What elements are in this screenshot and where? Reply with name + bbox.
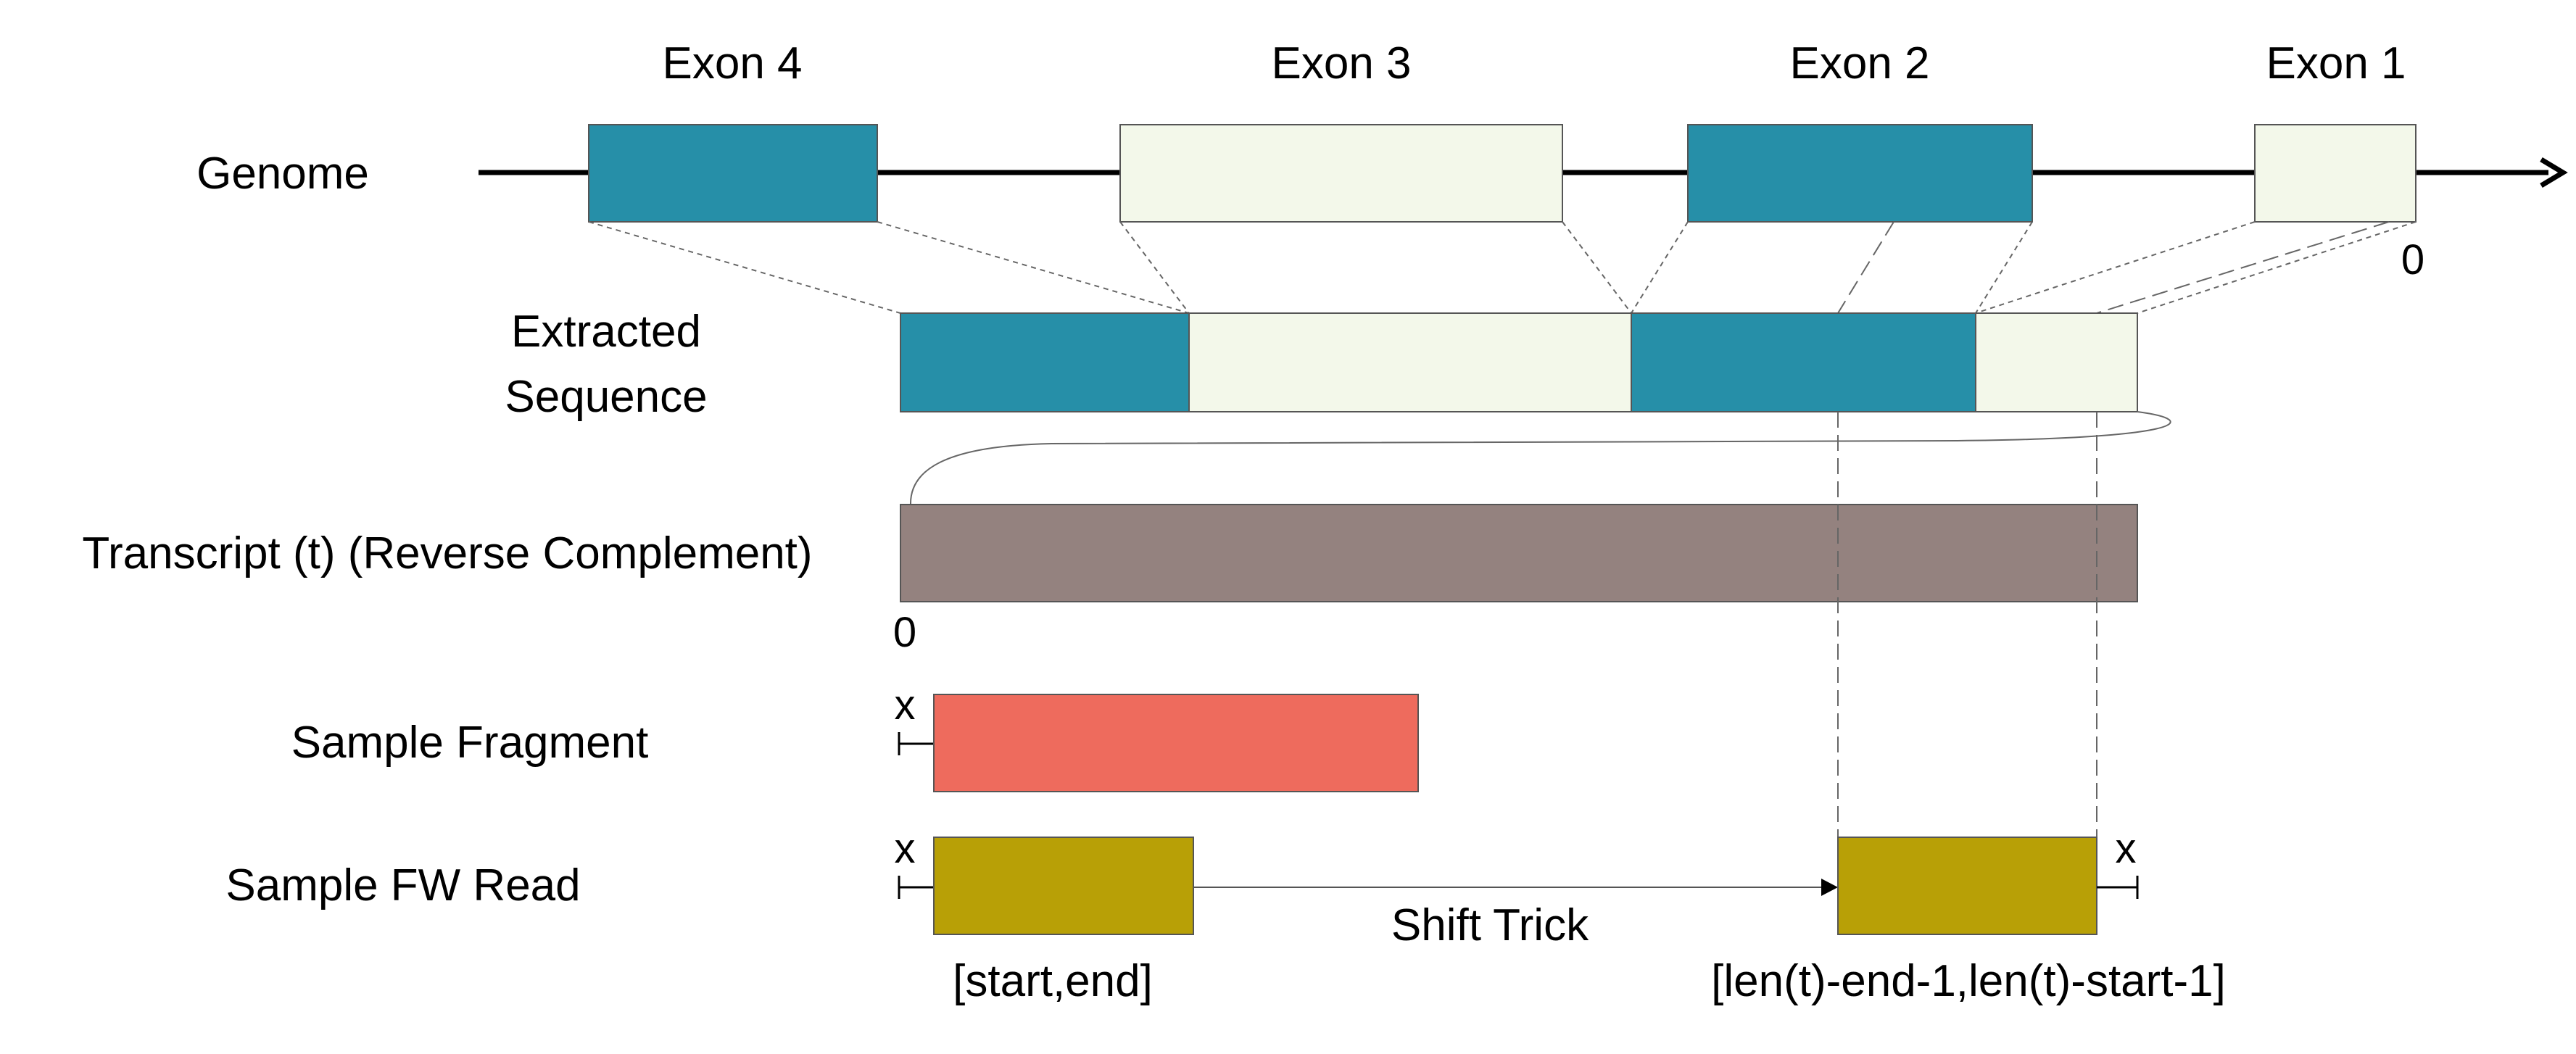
- extracted-exon1: [1975, 312, 2138, 412]
- extracted-exon2: [1631, 312, 1976, 412]
- genome-exon3: [1119, 124, 1563, 223]
- read-offset-bracket-right: [2097, 876, 2139, 899]
- shifted-read-bar: [1837, 837, 2097, 935]
- extracted-label-line1: Extracted: [511, 307, 701, 357]
- fragment-offset-bracket: [898, 732, 934, 755]
- exon4-label: Exon 4: [662, 38, 802, 88]
- genome-exon4: [588, 124, 878, 223]
- exon2-label: Exon 2: [1789, 38, 1929, 88]
- fragment-x-marker: x: [895, 681, 916, 729]
- sample-fragment-label: Sample Fragment: [291, 718, 649, 768]
- shifted-interval-label: [len(t)-end-1,len(t)-start-1]: [1711, 956, 2226, 1006]
- sample-fw-read-label: Sample FW Read: [225, 860, 580, 910]
- sample-fragment-bar: [933, 694, 1419, 792]
- sample-read-bar: [933, 837, 1194, 935]
- extracted-exon4: [900, 312, 1190, 412]
- genome-exon1: [2254, 124, 2416, 223]
- genome-exon2: [1687, 124, 2033, 223]
- exon-boundary-dashed-lines: [1837, 221, 2390, 314]
- read-x-marker-left: x: [895, 825, 916, 872]
- genome-label: Genome: [196, 149, 369, 199]
- read-offset-bracket-left: [898, 876, 934, 899]
- extracted-exon3: [1188, 312, 1632, 412]
- shift-trick-label: Shift Trick: [1391, 900, 1589, 950]
- exon-mapping-lines: [588, 221, 2416, 314]
- read-x-marker-right: x: [2116, 825, 2137, 872]
- shift-arrowhead-icon: [1821, 879, 1838, 896]
- extracted-label-line2: Sequence: [505, 372, 707, 422]
- reverse-complement-connector: [909, 411, 2171, 505]
- transcript-bar: [900, 504, 2138, 602]
- transcript-label: Transcript (t) (Reverse Complement): [82, 528, 812, 578]
- exon1-label: Exon 1: [2266, 38, 2406, 88]
- transcript-zero-marker: 0: [893, 609, 916, 656]
- shift-projection-lines: [1837, 412, 2097, 837]
- exon3-label: Exon 3: [1271, 38, 1411, 88]
- genome-arrowhead-icon: [2540, 157, 2568, 188]
- read-interval-label: [start,end]: [953, 956, 1153, 1006]
- genome-zero-marker: 0: [2401, 236, 2424, 283]
